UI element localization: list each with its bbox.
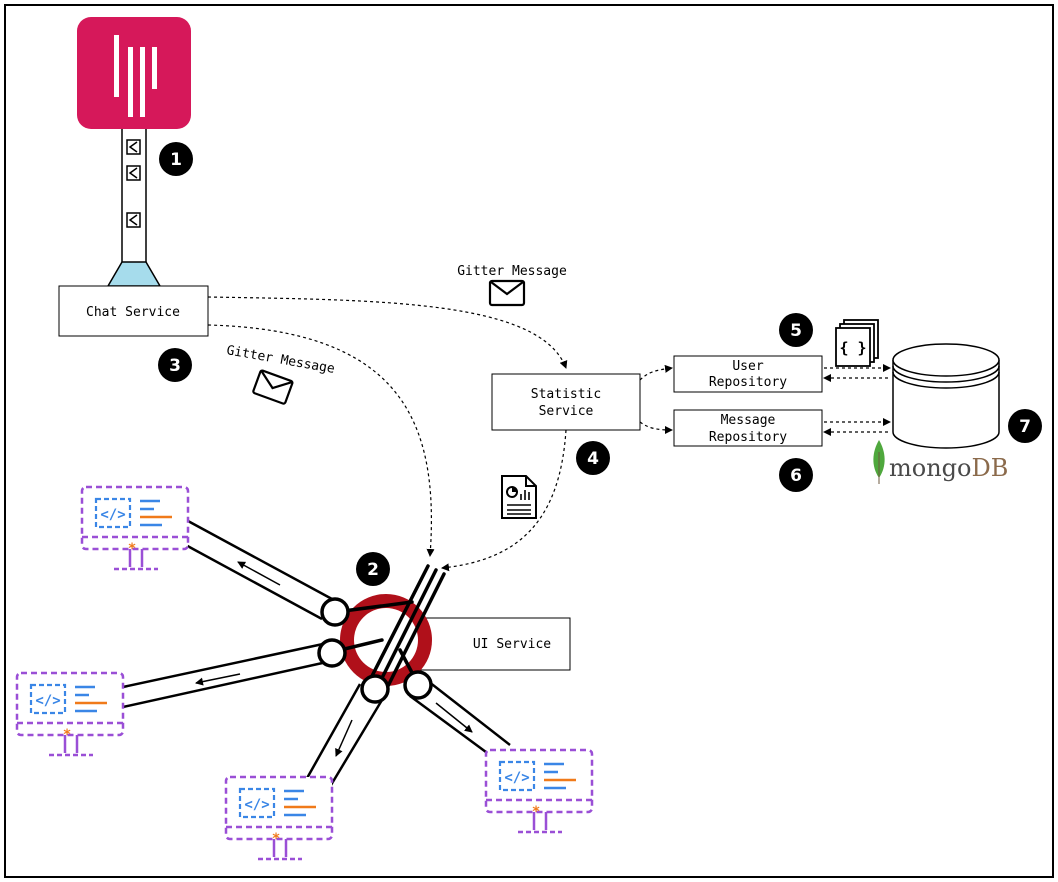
- connectors: [207, 296, 891, 572]
- svg-text:UI Service: UI Service: [473, 637, 551, 652]
- step-badge-3: 3: [158, 348, 192, 382]
- ui-service-box: UI Service: [419, 617, 571, 671]
- developer-monitor-icon: [224, 775, 334, 861]
- chat-service-box: Chat Service: [58, 285, 209, 337]
- developer-monitor-icon: [80, 485, 190, 571]
- json-file-icon: { }: [835, 319, 879, 367]
- step-badges: 1 2 3 4 5 6 7: [158, 142, 1042, 586]
- statistic-service-box: Statistic Service: [491, 373, 641, 431]
- svg-text:5: 5: [790, 321, 802, 341]
- developer-monitor-icon: [15, 671, 125, 757]
- gitter-message-label-top: Gitter Message: [457, 264, 567, 279]
- svg-text:User: User: [732, 359, 763, 374]
- step-badge-5: 5: [779, 313, 813, 347]
- step-badge-2: 2: [356, 552, 390, 586]
- step-badge-1: 1: [159, 142, 193, 176]
- svg-text:7: 7: [1019, 417, 1031, 437]
- svg-text:Chat Service: Chat Service: [86, 305, 180, 320]
- svg-text:Message: Message: [721, 413, 776, 428]
- step-badge-4: 4: [576, 441, 610, 475]
- user-repository-box: User Repository: [673, 355, 823, 393]
- websocket-hub-icon: [317, 564, 446, 704]
- client-connections: [122, 519, 511, 791]
- svg-text:Repository: Repository: [709, 375, 787, 390]
- diagram-border: [4, 4, 1054, 878]
- svg-text:3: 3: [169, 356, 181, 376]
- svg-text:1: 1: [170, 150, 182, 170]
- svg-text:Repository: Repository: [709, 430, 787, 445]
- envelope-icon: [251, 368, 295, 406]
- report-document-icon: [501, 475, 537, 519]
- developer-monitor-icon: [484, 748, 594, 834]
- svg-text:6: 6: [790, 466, 802, 486]
- message-stream-pipe: [106, 129, 162, 287]
- svg-text:2: 2: [367, 560, 379, 580]
- envelope-icon: [488, 279, 526, 307]
- svg-text:4: 4: [587, 449, 599, 469]
- mongodb-leaf-icon: [873, 440, 885, 484]
- step-badge-7: 7: [1008, 409, 1042, 443]
- message-repository-box: Message Repository: [673, 409, 823, 447]
- svg-text:Service: Service: [539, 404, 594, 419]
- gitter-logo-icon: [77, 17, 191, 129]
- svg-text:{ }: { }: [839, 339, 866, 357]
- mongodb-wordmark: mongoDB: [889, 454, 1008, 482]
- database-icon: [892, 343, 1000, 449]
- gitter-message-label-left: Gitter Message: [225, 343, 336, 377]
- funnel-icon: [106, 261, 162, 287]
- step-badge-6: 6: [779, 458, 813, 492]
- svg-text:Statistic: Statistic: [531, 387, 601, 402]
